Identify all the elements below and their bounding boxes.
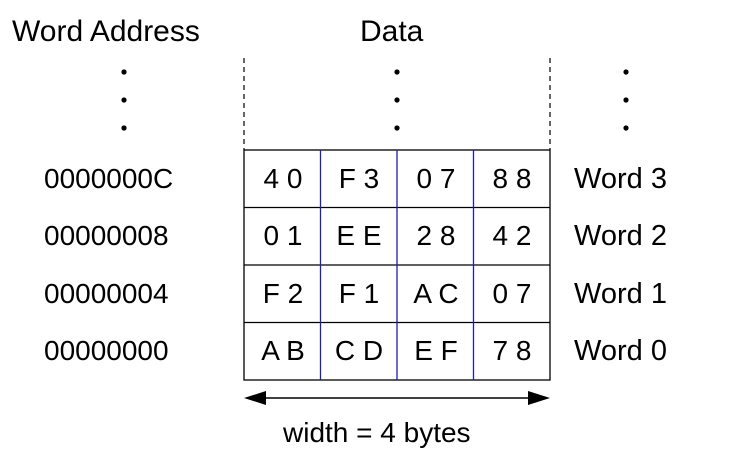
ellipsis-dot (394, 125, 400, 131)
byte-cell: A C (413, 278, 459, 309)
ellipsis-dot (394, 97, 400, 103)
width-arrow-left-head (244, 391, 266, 405)
byte-cell: 4 2 (492, 220, 532, 251)
ellipsis-dot (121, 125, 127, 131)
word-label-2: Word 2 (574, 220, 667, 252)
word-address-3: 0000000C (44, 163, 174, 194)
ellipsis-dot (623, 69, 629, 75)
ellipsis-dot (394, 69, 400, 75)
ellipsis-dot (623, 97, 629, 103)
word-address-2: 00000008 (44, 220, 169, 251)
word-label-1: Word 1 (574, 278, 667, 310)
byte-cell: F 3 (338, 163, 380, 194)
ellipsis-dot (623, 125, 629, 131)
byte-cell: 7 8 (492, 335, 532, 366)
byte-cell: 0 7 (492, 278, 532, 309)
byte-cell: E E (336, 220, 382, 251)
word-address-header: Word Address (12, 15, 200, 48)
byte-cell: 8 8 (492, 163, 532, 194)
word-label-3: Word 3 (574, 163, 667, 195)
byte-cell: F 1 (338, 278, 380, 309)
width-label: width = 4 bytes (283, 417, 471, 448)
data-header: Data (360, 15, 424, 48)
word-address-0: 00000000 (44, 335, 169, 366)
ellipsis-dot (121, 69, 127, 75)
width-arrow-right-head (528, 391, 550, 405)
byte-cell: A B (261, 335, 305, 366)
byte-cell: 0 1 (263, 220, 303, 251)
byte-cell: 4 0 (263, 163, 303, 194)
ellipsis-dot (121, 97, 127, 103)
byte-cell: C D (334, 335, 384, 366)
byte-cell: 2 8 (416, 220, 456, 251)
byte-cell: 0 7 (416, 163, 456, 194)
byte-cell: F 2 (262, 278, 304, 309)
word-label-0: Word 0 (574, 335, 667, 367)
byte-cell: E F (414, 335, 458, 366)
word-address-1: 00000004 (44, 278, 169, 309)
